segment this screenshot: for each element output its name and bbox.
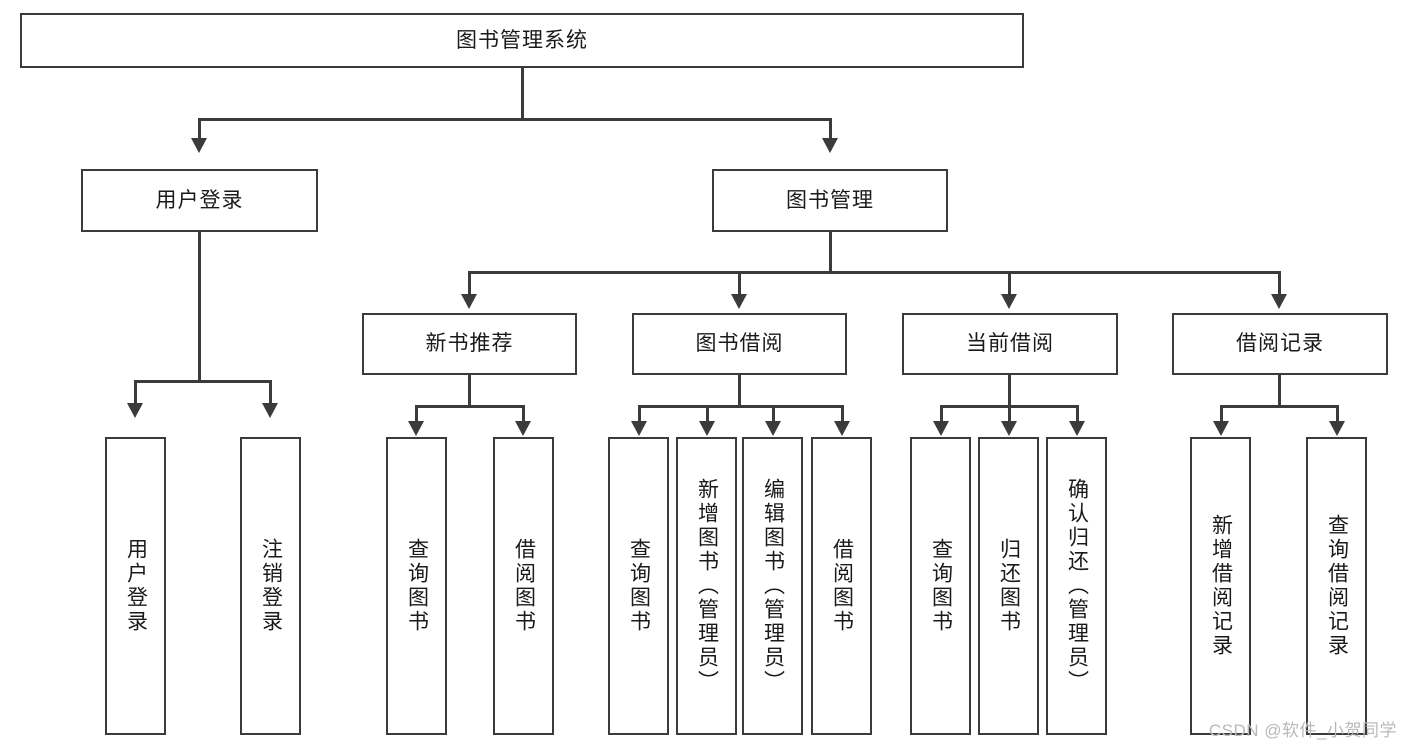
- node-label: 用户登录: [155, 188, 244, 212]
- arrow-to-leaf-nbr-query-book: [408, 421, 424, 436]
- leaf-nbr-borrow-book[interactable]: 借阅图书: [493, 437, 554, 735]
- leaf-bb-edit-book[interactable]: 编辑图书（管理员）: [742, 437, 803, 735]
- connector-bb-drop-3: [772, 405, 775, 423]
- leaf-logout[interactable]: 注销登录: [240, 437, 301, 735]
- node-label: 查询图书: [929, 538, 953, 634]
- connector-bm-drop-1: [468, 271, 471, 296]
- leaf-cb-confirm-return[interactable]: 确认归还（管理员）: [1046, 437, 1107, 735]
- connector-bb-stem: [738, 375, 741, 405]
- leaf-cb-return-book[interactable]: 归还图书: [978, 437, 1039, 735]
- connector-book-management-stem: [829, 232, 832, 271]
- leaf-bb-add-book[interactable]: 新增图书（管理员）: [676, 437, 737, 735]
- connector-nbr-drop-1: [415, 405, 418, 423]
- leaf-br-add-record[interactable]: 新增借阅记录: [1190, 437, 1251, 735]
- node-label: 新增借阅记录: [1209, 514, 1233, 658]
- leaf-nbr-query-book[interactable]: 查询图书: [386, 437, 447, 735]
- arrow-root-to-book-management: [822, 138, 838, 153]
- arrow-to-leaf-cb-return-book: [1001, 421, 1017, 436]
- arrow-to-leaf-cb-query-book: [933, 421, 949, 436]
- arrow-to-leaf-br-add-record: [1213, 421, 1229, 436]
- node-user-login[interactable]: 用户登录: [81, 169, 318, 232]
- leaf-br-query-record[interactable]: 查询借阅记录: [1306, 437, 1367, 735]
- connector-bb-bar: [638, 405, 844, 408]
- connector-root-to-book-management: [829, 118, 832, 140]
- arrow-to-borrow-record: [1271, 294, 1287, 309]
- node-label: 确认归还（管理员）: [1065, 478, 1089, 694]
- connector-user-login-stem: [198, 232, 201, 380]
- connector-bm-drop-2: [738, 271, 741, 296]
- arrow-to-leaf-bb-query-book: [631, 421, 647, 436]
- csdn-watermark: CSDN @软件_小贺同学: [1208, 721, 1397, 740]
- arrow-to-leaf-bb-edit-book: [765, 421, 781, 436]
- arrow-to-leaf-nbr-borrow-book: [515, 421, 531, 436]
- arrow-to-leaf-bb-add-book: [699, 421, 715, 436]
- node-label: 新书推荐: [425, 332, 514, 356]
- node-label: 归还图书: [997, 538, 1021, 634]
- arrow-to-leaf-logout: [262, 403, 278, 418]
- node-label: 图书管理系统: [456, 28, 588, 52]
- connector-cb-drop-2: [1008, 405, 1011, 423]
- arrow-to-new-book-recommend: [461, 294, 477, 309]
- connector-user-login-bar: [134, 380, 269, 383]
- node-label: 新增图书（管理员）: [695, 478, 719, 694]
- connector-nbr-drop-2: [522, 405, 525, 423]
- node-borrow-record[interactable]: 借阅记录: [1172, 313, 1388, 375]
- connector-nbr-bar: [415, 405, 525, 408]
- node-label: 用户登录: [124, 538, 148, 634]
- node-label: 编辑图书（管理员）: [761, 478, 785, 694]
- arrow-to-leaf-br-query-record: [1329, 421, 1345, 436]
- connector-bm-drop-4: [1278, 271, 1281, 296]
- connector-bb-drop-4: [841, 405, 844, 423]
- arrow-root-to-user-login: [191, 138, 207, 153]
- connector-br-drop-1: [1220, 405, 1223, 423]
- arrow-to-current-borrow: [1001, 294, 1017, 309]
- node-current-borrow[interactable]: 当前借阅: [902, 313, 1118, 375]
- connector-cb-drop-3: [1076, 405, 1079, 423]
- connector-br-stem: [1278, 375, 1281, 405]
- node-root-book-management-system[interactable]: 图书管理系统: [20, 13, 1024, 68]
- arrow-to-book-borrow: [731, 294, 747, 309]
- node-label: 查询图书: [627, 538, 651, 634]
- leaf-user-login[interactable]: 用户登录: [105, 437, 166, 735]
- connector-br-drop-2: [1336, 405, 1339, 423]
- node-label: 借阅图书: [512, 538, 536, 634]
- arrow-to-leaf-cb-confirm-return: [1069, 421, 1085, 436]
- connector-root-stem: [521, 68, 524, 118]
- connector-cb-stem: [1008, 375, 1011, 405]
- node-book-management[interactable]: 图书管理: [712, 169, 948, 232]
- node-label: 借阅图书: [830, 538, 854, 634]
- node-book-borrow[interactable]: 图书借阅: [632, 313, 847, 375]
- node-label: 查询借阅记录: [1325, 514, 1349, 658]
- connector-bb-drop-1: [638, 405, 641, 423]
- node-label: 图书借阅: [695, 332, 784, 356]
- leaf-cb-query-book[interactable]: 查询图书: [910, 437, 971, 735]
- connector-nbr-stem: [468, 375, 471, 405]
- arrow-to-leaf-user-login: [127, 403, 143, 418]
- connector-cb-drop-1: [940, 405, 943, 423]
- leaf-bb-query-book[interactable]: 查询图书: [608, 437, 669, 735]
- connector-root-bar: [198, 118, 831, 121]
- connector-user-login-drop-1: [134, 380, 137, 405]
- node-label: 查询图书: [405, 538, 429, 634]
- leaf-bb-borrow-book[interactable]: 借阅图书: [811, 437, 872, 735]
- connector-user-login-drop-2: [269, 380, 272, 405]
- connector-book-management-bar: [468, 271, 1280, 274]
- node-label: 注销登录: [259, 538, 283, 634]
- connector-br-bar: [1220, 405, 1338, 408]
- node-label: 借阅记录: [1236, 332, 1324, 356]
- connector-bm-drop-3: [1008, 271, 1011, 296]
- connector-root-to-user-login: [198, 118, 201, 140]
- node-new-book-recommend[interactable]: 新书推荐: [362, 313, 577, 375]
- node-label: 当前借阅: [966, 332, 1054, 356]
- arrow-to-leaf-bb-borrow-book: [834, 421, 850, 436]
- connector-bb-drop-2: [706, 405, 709, 423]
- node-label: 图书管理: [786, 188, 874, 212]
